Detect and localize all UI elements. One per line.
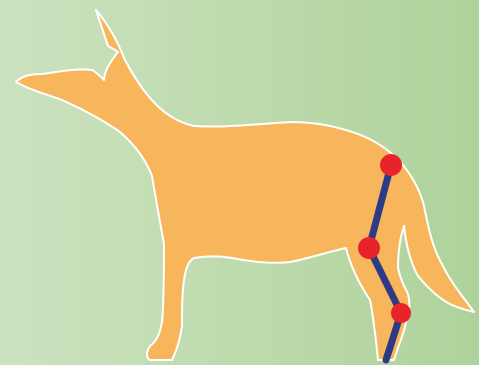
stifle-joint-icon	[358, 237, 380, 259]
hip-joint-icon	[380, 154, 402, 176]
hock-joint-icon	[391, 303, 411, 323]
